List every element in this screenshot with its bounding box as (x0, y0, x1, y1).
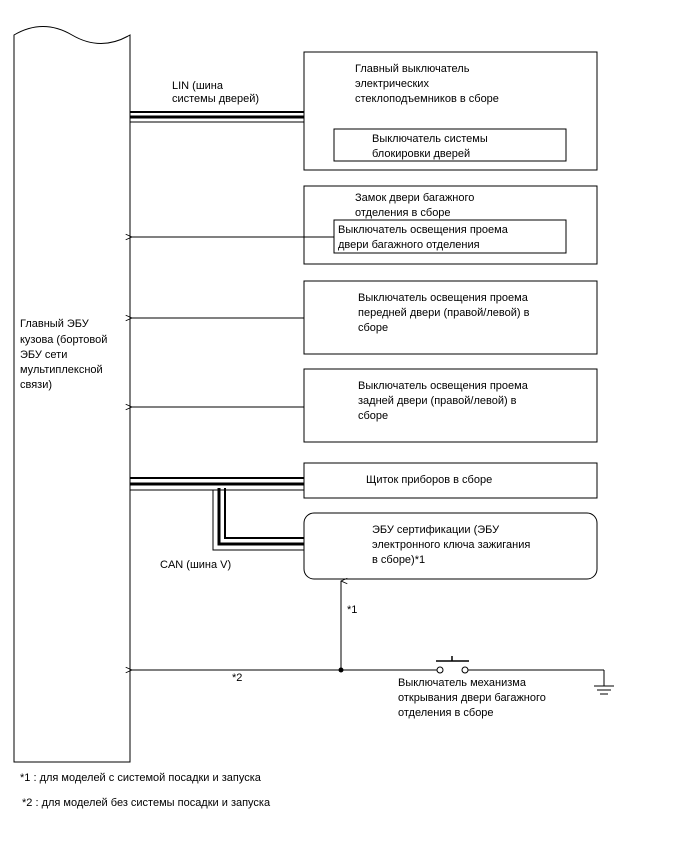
certification-ecu-label: ЭБУ сертификации (ЭБУ электронного ключа… (372, 524, 530, 566)
svg-text:открывания двери багажного: открывания двери багажного (398, 692, 546, 704)
svg-text:отделения в сборе: отделения в сборе (398, 707, 494, 719)
main-body-ecu-box (13, 26, 131, 763)
svg-text:связи): связи) (20, 379, 52, 391)
back-door-lock-label: Замок двери багажного отделения в сборе (355, 192, 474, 219)
svg-text:блокировки дверей: блокировки дверей (372, 148, 470, 160)
footnote-1: *1 : для моделей с системой посадки и за… (20, 772, 262, 784)
svg-text:сборе: сборе (358, 410, 388, 422)
svg-text:системы дверей): системы дверей) (172, 93, 259, 105)
main-body-ecu-label: Главный ЭБУ кузова (бортовой ЭБУ сети му… (20, 318, 107, 391)
back-door-courtesy-switch-label: Выключатель освещения проема двери багаж… (338, 224, 509, 251)
junction-dot (338, 667, 344, 673)
lin-bus-line (130, 111, 305, 123)
back-door-courtesy-switch-box (333, 219, 567, 254)
svg-text:LIN (шина: LIN (шина (172, 80, 224, 92)
lin-bus-label: LIN (шина системы дверей) (172, 80, 259, 105)
combination-meter-label: Щиток приборов в сборе (366, 474, 492, 486)
door-lock-switch-box (333, 128, 567, 162)
back-door-opener-switch-label: Выключатель механизма открывания двери б… (398, 677, 546, 719)
back-door-opener-switch-symbol (436, 656, 604, 674)
front-door-courtesy-switch-label: Выключатель освещения проема передней дв… (358, 292, 530, 334)
ground-icon (594, 670, 614, 695)
marker-1: *1 (347, 604, 357, 616)
svg-text:Замок двери багажного: Замок двери багажного (355, 192, 474, 204)
svg-text:сборе: сборе (358, 322, 388, 334)
svg-text:Выключатель освещения проема: Выключатель освещения проема (358, 380, 529, 392)
svg-text:мультиплексной: мультиплексной (20, 364, 103, 376)
svg-text:отделения в сборе: отделения в сборе (355, 207, 451, 219)
svg-text:кузова (бортовой: кузова (бортовой (20, 334, 107, 346)
svg-text:Выключатель механизма: Выключатель механизма (398, 677, 527, 689)
rear-door-courtesy-switch-label: Выключатель освещения проема задней двер… (358, 380, 529, 422)
door-lock-switch-label: Выключатель системы блокировки дверей (372, 133, 488, 160)
svg-text:Главный ЭБУ: Главный ЭБУ (20, 318, 90, 330)
svg-text:Выключатель освещения проема: Выключатель освещения проема (358, 292, 529, 304)
can-bus-label: CAN (шина V) (160, 559, 231, 571)
rear-door-courtesy-switch-box (303, 368, 598, 443)
certification-ecu-box (303, 512, 598, 580)
svg-text:ЭБУ сертификации (ЭБУ: ЭБУ сертификации (ЭБУ (372, 524, 500, 536)
svg-text:электронного ключа зажигания: электронного ключа зажигания (372, 539, 530, 551)
svg-text:задней двери (правой/левой) в: задней двери (правой/левой) в (358, 395, 517, 407)
marker-2: *2 (232, 672, 242, 684)
svg-text:двери багажного отделения: двери багажного отделения (338, 239, 480, 251)
svg-text:электрических: электрических (355, 78, 429, 90)
svg-text:Главный выключатель: Главный выключатель (355, 63, 470, 75)
svg-text:ЭБУ сети: ЭБУ сети (20, 349, 67, 361)
svg-text:стеклоподъемников в сборе: стеклоподъемников в сборе (355, 93, 499, 105)
svg-text:Выключатель освещения проема: Выключатель освещения проема (338, 224, 509, 236)
svg-text:Выключатель системы: Выключатель системы (372, 133, 488, 145)
combination-meter-box (303, 462, 598, 499)
front-door-courtesy-switch-box (303, 280, 598, 355)
can-bus-line (130, 477, 305, 551)
power-window-master-switch-label: Главный выключатель электрических стекло… (355, 63, 499, 105)
svg-text:в сборе)*1: в сборе)*1 (372, 554, 425, 566)
footnote-2: *2 : для моделей без системы посадки и з… (22, 797, 271, 809)
svg-text:передней двери (правой/левой): передней двери (правой/левой) в (358, 307, 530, 319)
